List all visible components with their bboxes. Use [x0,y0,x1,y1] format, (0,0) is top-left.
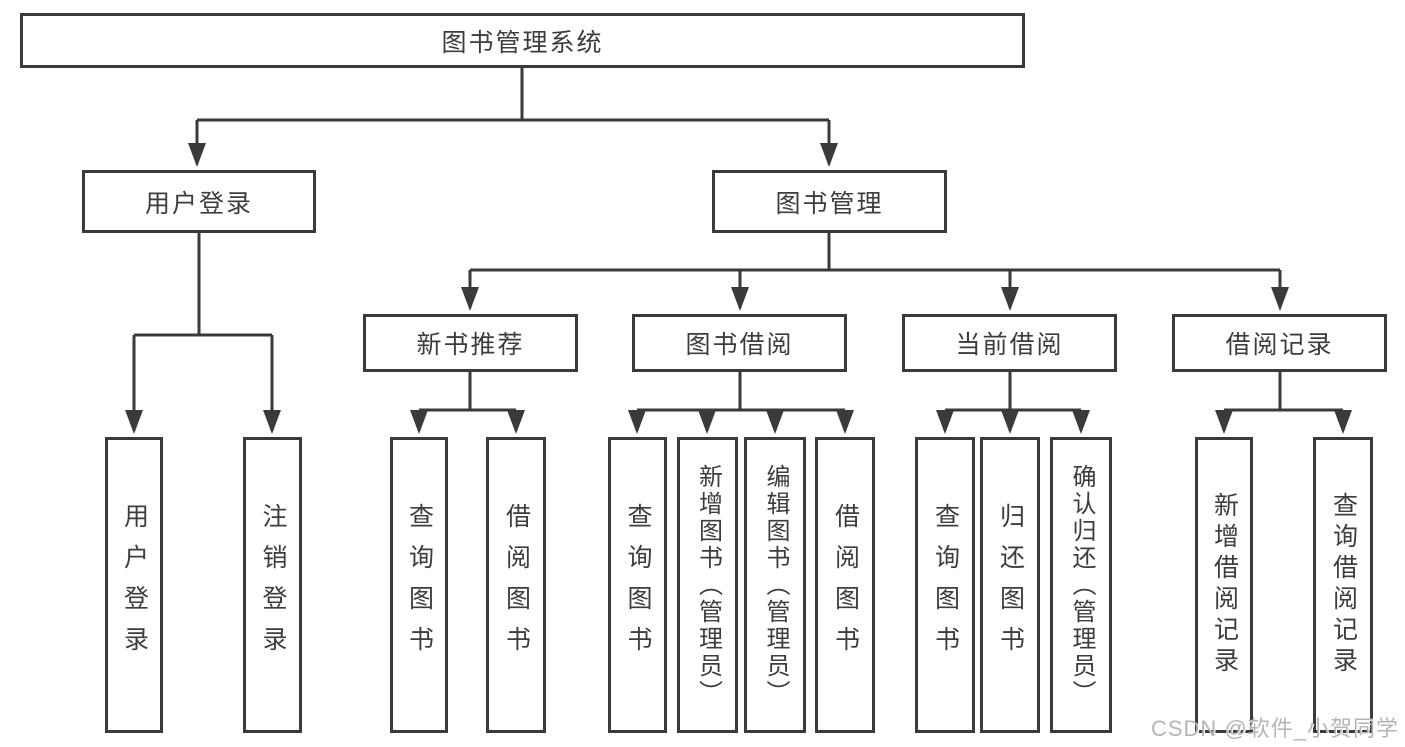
node-records-query-borrow-record: 查询借阅记录 [1313,437,1373,733]
node-newbookrec-query-books: 查询图书 [390,437,448,733]
node-current-query-books: 查询图书 [915,437,975,733]
node-library-management-system: 图书管理系统 [20,13,1025,68]
node-borrowing-records: 借阅记录 [1172,314,1387,372]
node-current-confirm-return-admin: 确认归还（管理员） [1050,437,1112,733]
node-user-login-leaf: 用户登录 [105,437,163,733]
node-current-return-books: 归还图书 [980,437,1040,733]
node-newbookrec-borrow-books: 借阅图书 [486,437,546,733]
node-new-book-recommendation: 新书推荐 [363,314,578,372]
node-book-management: 图书管理 [712,170,947,233]
node-borrowing-edit-books-admin: 编辑图书（管理员） [744,437,806,733]
node-borrowing-add-books-admin: 新增图书（管理员） [677,437,738,733]
node-borrowing-query-books: 查询图书 [608,437,667,733]
node-records-add-borrow-record: 新增借阅记录 [1195,437,1253,733]
node-logout: 注销登录 [243,437,302,733]
csdn-watermark: CSDN @软件_小贺同学 [1150,716,1399,741]
node-user-login: 用户登录 [82,170,316,233]
node-book-borrowing: 图书借阅 [632,314,847,372]
node-current-borrowing: 当前借阅 [902,314,1117,372]
node-borrowing-borrow-books: 借阅图书 [815,437,875,733]
